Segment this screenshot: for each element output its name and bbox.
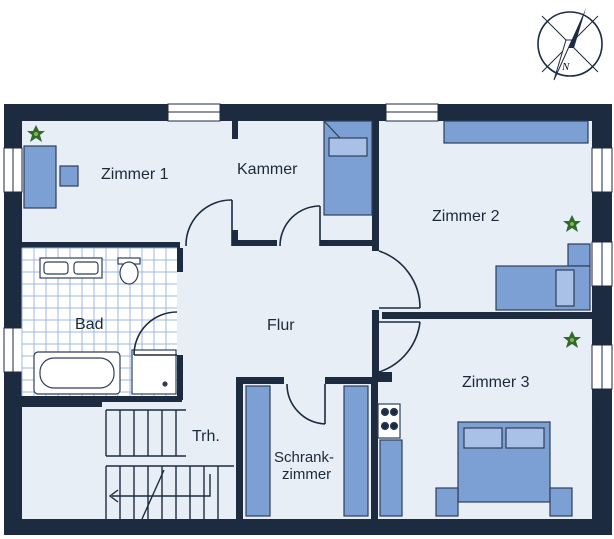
toilet <box>119 261 139 285</box>
furniture <box>23 120 591 517</box>
room-label-zimmer-2: Zimmer 2 <box>432 208 500 225</box>
room-label-schrankzimmer-line1: Schrank- <box>274 449 334 466</box>
room-label-zimmer-3: Zimmer 3 <box>462 374 530 391</box>
interior-walls <box>22 121 592 519</box>
bathroom-fixtures <box>33 257 177 395</box>
desk-zimmer-1 <box>23 145 57 209</box>
chair-zimmer-1 <box>59 165 79 187</box>
room-label-schrankzimmer-line2: zimmer <box>282 466 331 483</box>
compass-rose: N <box>537 8 603 81</box>
desk-zimmer-2 <box>567 243 591 267</box>
onoffice-watermark: onOffice <box>593 407 602 440</box>
bed-kammer <box>323 120 373 216</box>
wardrobe-schrankzimmer-left <box>245 385 271 517</box>
plant-icon <box>563 215 581 232</box>
shower-tray <box>131 349 177 395</box>
wardrobe-zimmer-2 <box>443 120 589 144</box>
plant-icon <box>27 125 45 142</box>
room-labels: Zimmer 1 Kammer Zimmer 2 Bad Flur Zimmer… <box>75 161 530 483</box>
staircase <box>105 409 234 520</box>
room-label-treppenhaus: Trh. <box>192 428 220 445</box>
plant-icons <box>27 125 581 348</box>
room-label-bad: Bad <box>75 316 103 333</box>
room-label-kammer: Kammer <box>237 161 298 178</box>
wardrobe-schrankzimmer-right <box>343 385 369 517</box>
bed-zimmer-2 <box>495 265 591 311</box>
windows <box>3 103 613 390</box>
room-label-zimmer-1: Zimmer 1 <box>101 166 169 183</box>
cabinet-zimmer-3 <box>379 439 403 517</box>
room-label-flur: Flur <box>267 317 295 334</box>
door-swings <box>133 199 421 425</box>
plant-icon <box>563 331 581 348</box>
compass-north-label: N <box>561 61 570 73</box>
